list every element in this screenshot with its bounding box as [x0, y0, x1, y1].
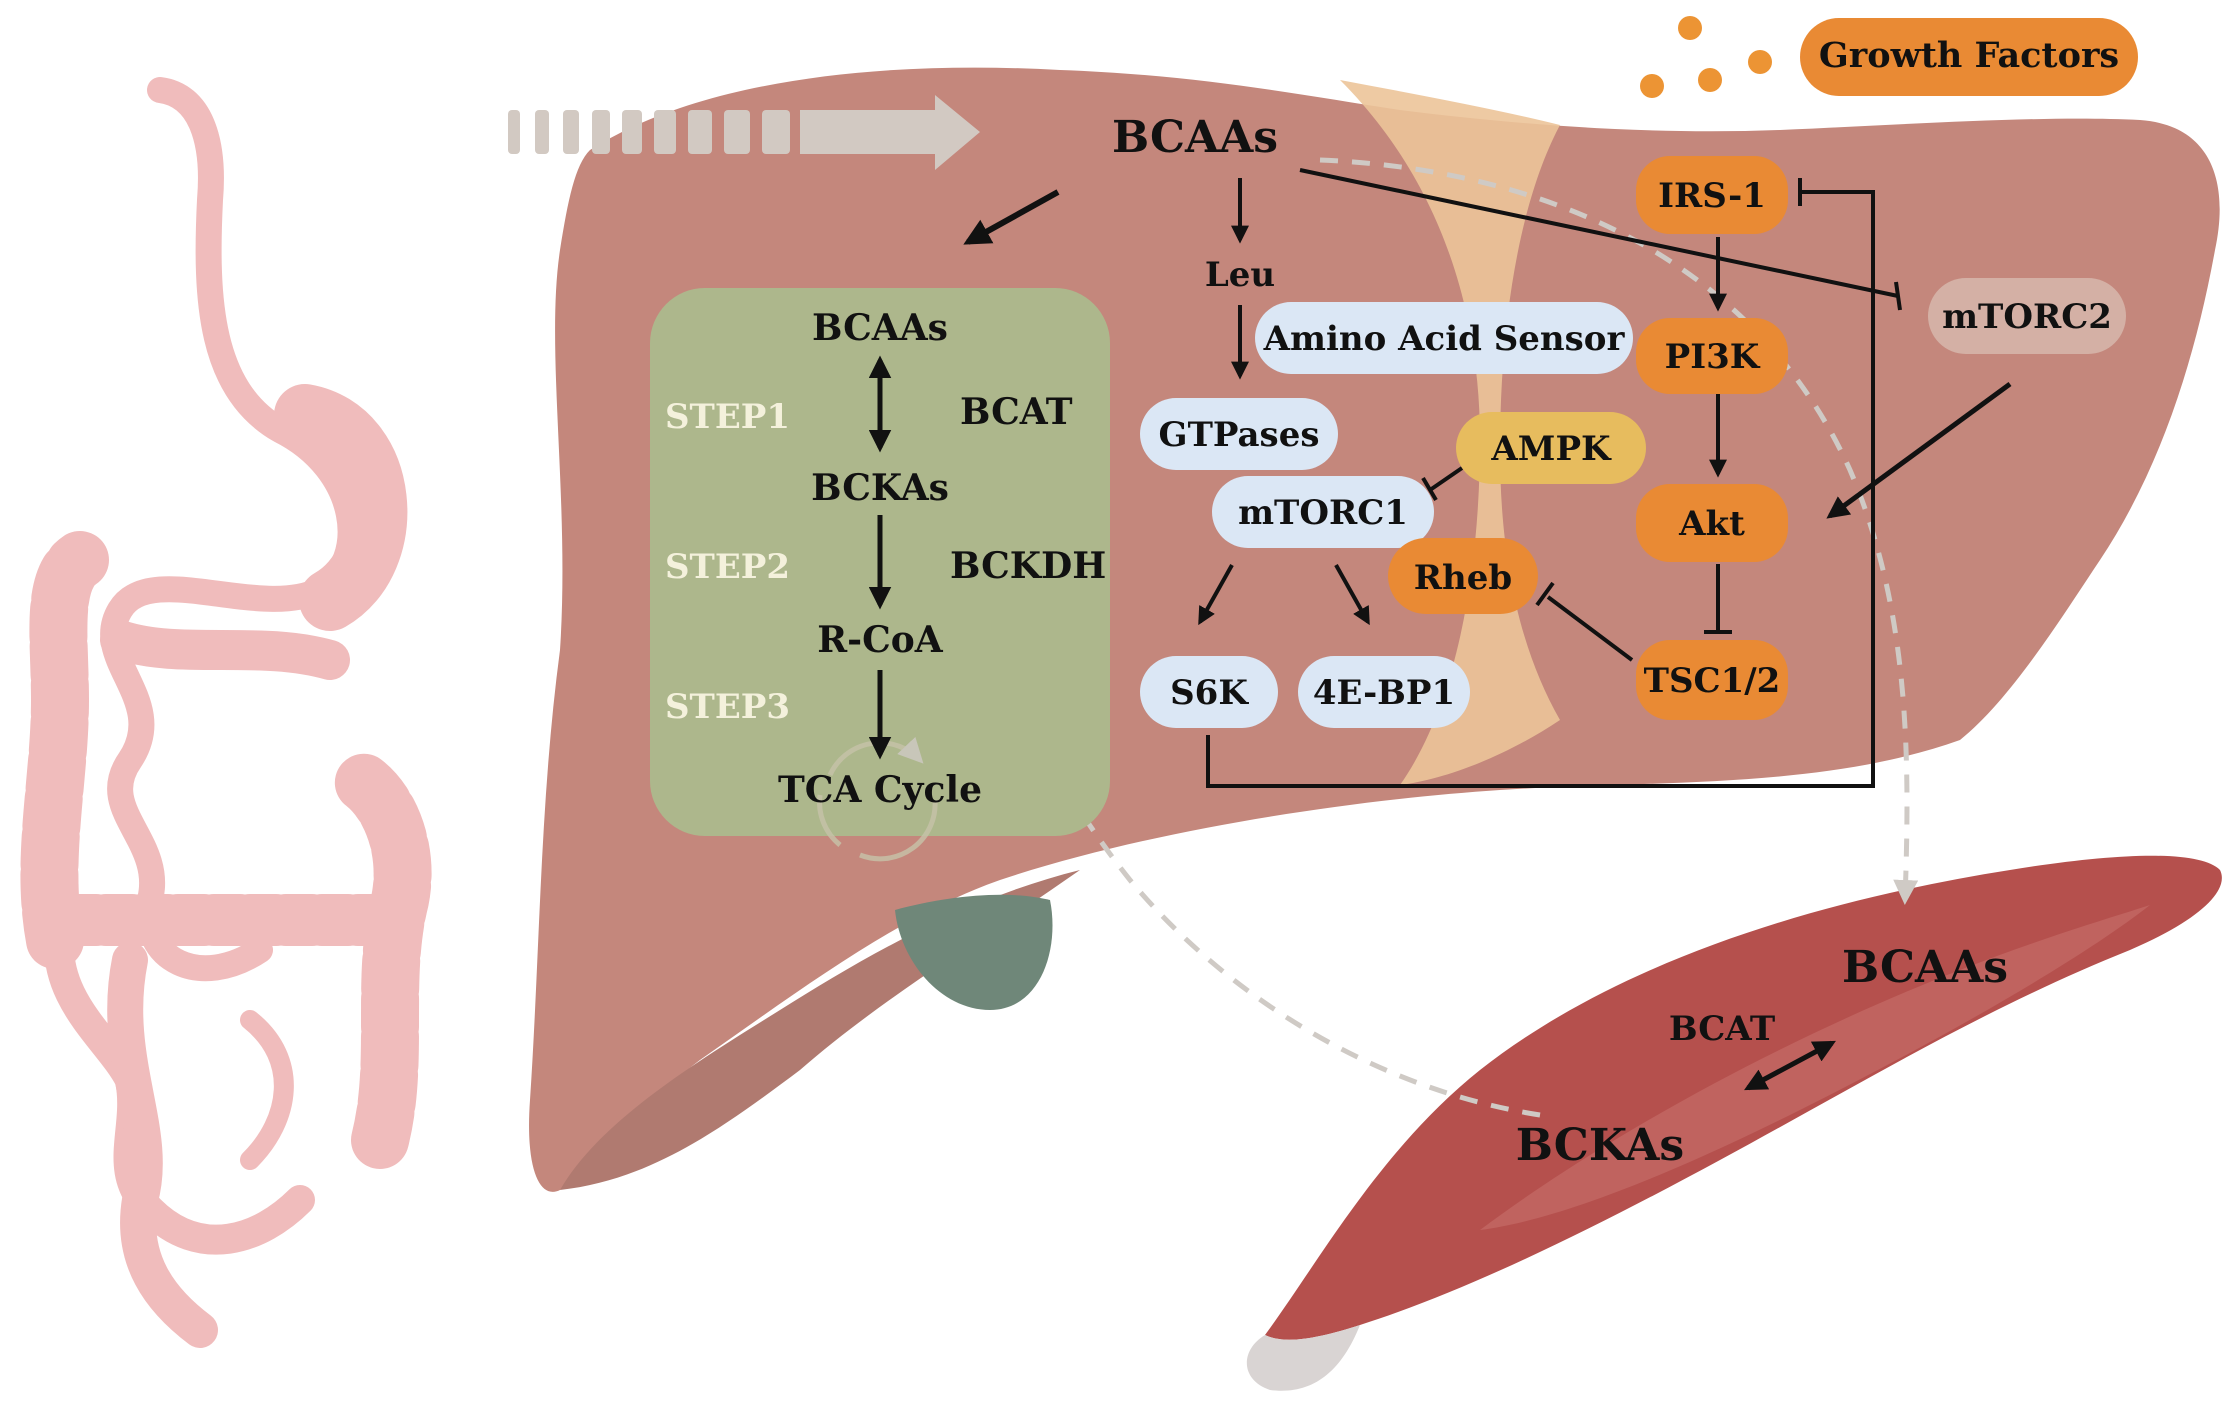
pi3k-node: PI3K: [1636, 318, 1788, 394]
step-bcaas: BCAAs: [812, 307, 948, 349]
4ebp1-node: 4E-BP1: [1298, 656, 1470, 728]
mtorc1-to-4ebp1-arrow: [1334, 564, 1370, 626]
akt-node: Akt: [1636, 484, 1788, 562]
tsc-node: TSC1/2: [1636, 640, 1788, 720]
muscle-labels: BCAAs BCAT BCKAs: [1516, 942, 2008, 1171]
step2-label: STEP2: [665, 547, 790, 587]
amino-acid-sensor-label: Amino Acid Sensor: [1263, 319, 1626, 359]
bcaas-top-label: BCAAs: [1112, 112, 1278, 163]
mtorc2-to-akt-arrow: [1826, 381, 2012, 519]
akt-label: Akt: [1678, 504, 1745, 544]
s6k-node: S6K: [1140, 656, 1278, 728]
dashed-transport-curves: [930, 157, 1919, 1118]
muscle-bcat-label: BCAT: [1669, 1009, 1775, 1049]
4ebp1-label: 4E-BP1: [1313, 673, 1455, 713]
gtpases-label: GTPases: [1159, 415, 1320, 455]
muscle-illustration: [1246, 855, 2222, 1391]
ampk-label: AMPK: [1490, 429, 1612, 469]
step3-label: STEP3: [665, 687, 790, 727]
amino-acid-sensor-node: Amino Acid Sensor: [1255, 302, 1633, 374]
mtorc2-label: mTORC2: [1942, 297, 2112, 337]
mtorc1-node: mTORC1: [1212, 476, 1434, 548]
s6k-feedback-inhibit-irs1: [1206, 190, 1875, 788]
rheb-label: Rheb: [1414, 558, 1512, 598]
intestine-illustration: [20, 77, 432, 1348]
irs1-node: IRS-1: [1636, 156, 1788, 234]
pathway-nodes: Leu Amino Acid Sensor GTPases AMPK mTORC…: [1140, 156, 2126, 728]
step-rcoa: R-CoA: [817, 619, 944, 661]
leu-node: Leu: [1205, 255, 1275, 295]
rheb-node: Rheb: [1388, 538, 1538, 614]
muscle-bcaas-label: BCAAs: [1842, 942, 2008, 993]
step1-label: STEP1: [665, 397, 790, 437]
bcaas-inhibit-mtorc2: [1299, 168, 1899, 298]
mtorc1-to-s6k-arrow: [1198, 564, 1234, 626]
s6k-label: S6K: [1170, 673, 1249, 713]
step-bckas: BCKAs: [811, 467, 949, 509]
pi3k-label: PI3K: [1665, 337, 1761, 377]
mtorc2-node: mTORC2: [1928, 278, 2126, 354]
growth-factors-label: Growth Factors: [1819, 35, 2119, 76]
ampk-inhibit-mtorc1: [1428, 466, 1464, 492]
mtorc1-label: mTORC1: [1238, 493, 1408, 533]
growth-factor-dots: [1640, 16, 1772, 98]
tsc-inhibit-rheb: [1546, 595, 1634, 662]
bcaas-to-stepbox-arrow: [963, 189, 1060, 245]
bcat-enzyme-label: BCAT: [960, 391, 1073, 433]
pathway-connectors: [963, 168, 2012, 788]
catabolism-step-box: BCAAs BCKAs R-CoA TCA Cycle STEP1 STEP2 …: [650, 288, 1110, 862]
bcaa-intake-arrow: [508, 95, 980, 170]
tsc-label: TSC1/2: [1644, 661, 1781, 701]
ampk-node: AMPK: [1456, 412, 1646, 484]
step-tca-cycle: TCA Cycle: [778, 769, 982, 811]
bckdh-enzyme-label: BCKDH: [950, 545, 1106, 587]
muscle-bckas-label: BCKAs: [1516, 1120, 1684, 1171]
gtpases-node: GTPases: [1140, 398, 1338, 470]
muscle-bcat-arrow: [1744, 1040, 1836, 1091]
growth-factors-pill: Growth Factors: [1800, 18, 2138, 96]
irs1-label: IRS-1: [1658, 176, 1766, 216]
